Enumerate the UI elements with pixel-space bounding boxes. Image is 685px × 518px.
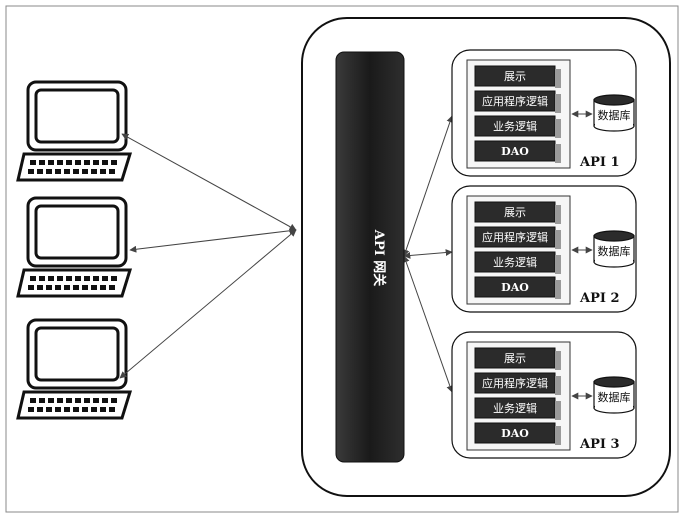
layer-label: 业务逻辑 [493,401,537,415]
layer-shadow [555,119,561,138]
api-service-label: API 1 [579,155,620,170]
layer-shadow [555,255,561,274]
layer-label: DAO [501,427,529,440]
outer-frame [5,5,679,513]
database-label: 数据库 [598,108,631,122]
api-gateway-bar [335,51,405,463]
layer-label: DAO [501,145,529,158]
database-icon: 数据库 [593,376,635,414]
layer-label: DAO [501,281,529,294]
database-label: 数据库 [598,390,631,404]
gateway-region [301,17,671,497]
layer-shadow [555,94,561,113]
computer-icon [16,196,133,298]
database-icon: 数据库 [593,94,635,132]
connections-group [119,115,454,393]
gateway-service-link [402,115,454,257]
computer-icon [16,318,133,420]
client-gateway-link [129,227,297,253]
layer-label: 展示 [504,70,526,83]
layer-label: 应用程序逻辑 [482,94,548,108]
layer-shadow [555,69,561,88]
layer-shadow [555,205,561,224]
client-gateway-link [121,133,297,231]
api-service-label: API 2 [579,291,620,306]
layer-label: 应用程序逻辑 [482,376,548,390]
layer-label: 应用程序逻辑 [482,230,548,244]
api-service-label: API 3 [579,437,620,452]
layer-label: 业务逻辑 [493,255,537,269]
layer-shadow [555,351,561,370]
gateway-service-link [403,249,453,259]
layer-shadow [555,401,561,420]
layer-shadow [555,280,561,299]
layer-label: 展示 [504,352,526,365]
client-gateway-link [119,229,297,379]
layer-shadow [555,144,561,163]
layer-shadow [555,426,561,445]
layer-label: 展示 [504,206,526,219]
database-icon: 数据库 [593,230,635,268]
gateway-service-link [402,255,454,393]
layer-label: 业务逻辑 [493,119,537,133]
computer-icon [16,80,133,182]
layer-shadow [555,376,561,395]
api-gateway-label: API 网关 [371,229,387,286]
clients-group [16,80,133,420]
layer-shadow [555,230,561,249]
database-label: 数据库 [598,244,631,258]
